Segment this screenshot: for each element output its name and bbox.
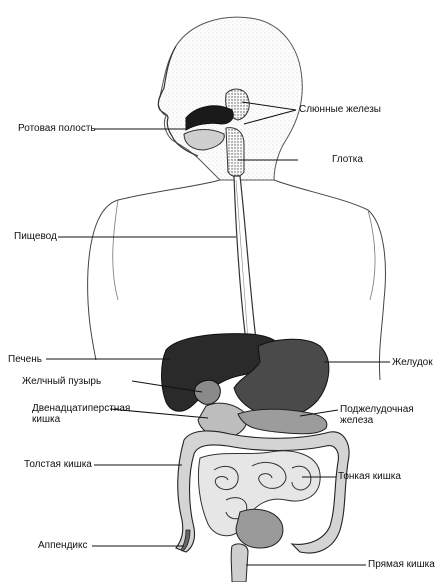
label-esophagus: Пищевод: [14, 231, 57, 242]
label-salivary-glands: Слюнные железы: [299, 104, 381, 115]
label-duodenum-line2: кишка: [32, 414, 130, 425]
label-pancreas-line1: Поджелудочная: [340, 404, 414, 415]
pharynx-shape: [226, 128, 244, 177]
label-duodenum-line1: Двенадцатиперстная: [32, 403, 130, 414]
label-appendix: Аппендикс: [38, 540, 88, 551]
label-duodenum: Двенадцатиперстная кишка: [32, 403, 130, 425]
body-outline: [88, 180, 220, 360]
label-rectum: Прямая кишка: [368, 559, 435, 570]
label-pharynx: Глотка: [332, 154, 363, 165]
rectum-shape: [231, 544, 248, 582]
label-small-intestine: Тонкая кишка: [338, 471, 401, 482]
label-oral-cavity: Ротовая полость: [18, 123, 96, 134]
gallbladder-shape: [194, 380, 220, 404]
label-stomach: Желудок: [392, 357, 433, 368]
label-large-intestine: Толстая кишка: [24, 459, 92, 470]
right-arm-inner: [368, 210, 375, 300]
label-gallbladder: Желчный пузырь: [22, 376, 101, 387]
label-pancreas: Поджелудочная железа: [340, 404, 414, 426]
sigmoid-shape: [236, 509, 283, 548]
left-arm-inner: [113, 200, 118, 300]
label-liver: Печень: [8, 354, 42, 365]
label-pancreas-line2: железа: [340, 415, 414, 426]
pancreas-shape: [238, 409, 327, 434]
